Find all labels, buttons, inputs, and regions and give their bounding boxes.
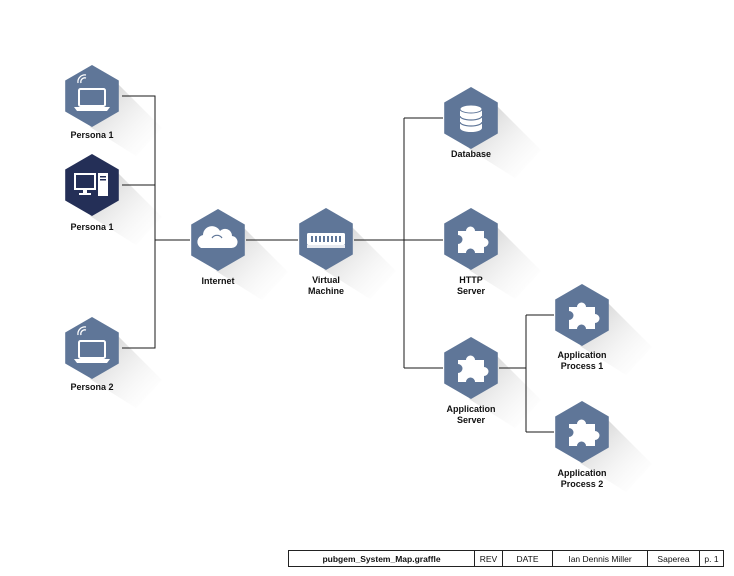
title-block-rev: REV (475, 551, 503, 566)
node-label-line: Virtual (312, 275, 340, 285)
laptop-wifi-icon (74, 74, 110, 111)
node-hexagon (65, 154, 119, 216)
node-internet: Internet (191, 209, 245, 286)
node-label: Persona 1 (70, 130, 113, 140)
node-label-line: Internet (201, 276, 234, 286)
node-label-line: Persona 2 (70, 382, 113, 392)
node-label-line: Server (457, 286, 486, 296)
node-label-line: Application (558, 468, 607, 478)
title-block-page: p. 1 (704, 553, 719, 564)
node-label-line: Persona 1 (70, 222, 113, 232)
title-block: pubgem_System_Map.graffle REV DATE Ian D… (288, 550, 724, 567)
node-label-line: Machine (308, 286, 344, 296)
cloud-icon (197, 226, 238, 249)
node-label-line: Application (447, 404, 496, 414)
node-label-line: Application (558, 350, 607, 360)
node-persona1-desktop: Persona 1 (65, 154, 119, 232)
node-label: Persona 2 (70, 382, 113, 392)
connector-line (122, 95, 190, 241)
desktop-computer-icon (74, 173, 108, 196)
node-label-line: Server (457, 415, 486, 425)
title-block-date: DATE (503, 551, 553, 566)
connector-lines (122, 95, 554, 433)
title-block-filename: pubgem_System_Map.graffle (289, 551, 475, 566)
node-persona1-laptop: Persona 1 (65, 65, 119, 140)
node-label: Persona 1 (70, 222, 113, 232)
node-persona2-laptop: Persona 2 (65, 317, 119, 392)
title-block-author: Ian Dennis Miller (553, 551, 648, 566)
node-label: Database (451, 149, 491, 159)
puzzle-piece-icon (569, 419, 600, 446)
node-label-line: Process 2 (561, 479, 604, 489)
node-database: Database (444, 87, 498, 159)
server-rack-icon (307, 233, 345, 248)
node-label-line: Process 1 (561, 361, 604, 371)
puzzle-piece-icon (458, 226, 489, 253)
database-icon (459, 104, 483, 132)
puzzle-piece-icon (569, 302, 600, 329)
puzzle-piece-icon (458, 355, 489, 382)
node-label-line: HTTP (459, 275, 483, 285)
node-label: Internet (201, 276, 234, 286)
node-label-line: Database (451, 149, 491, 159)
laptop-wifi-icon (74, 326, 110, 363)
node-label-line: Persona 1 (70, 130, 113, 140)
title-block-org: Saperea (648, 551, 700, 566)
connector-line (122, 240, 156, 349)
